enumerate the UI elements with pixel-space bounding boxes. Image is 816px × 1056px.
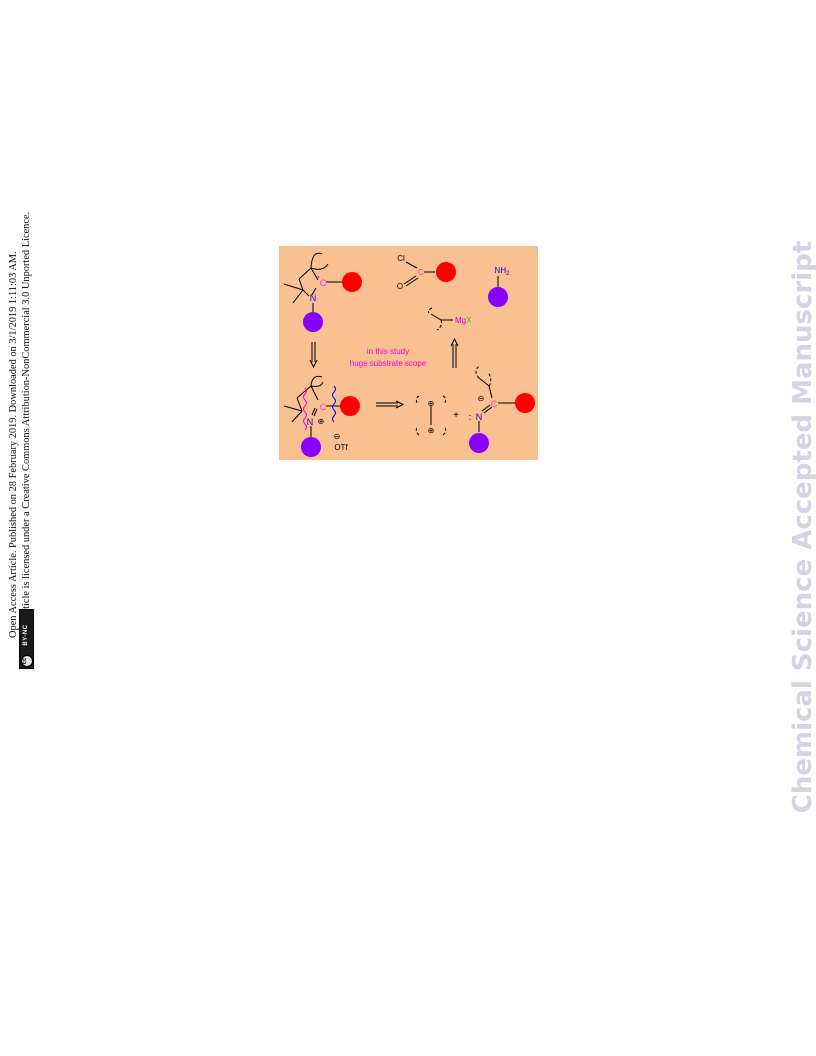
purple-substituent [303,312,323,332]
triflate-label: OTf [334,443,348,452]
reaction-arrow-down [309,342,318,369]
reaction-arrow-up [450,337,459,368]
positive-charge-icon: ⊕ [428,399,435,408]
wavy-bond-pink [303,387,307,431]
iminium-carbon-label: C [320,402,327,412]
reaction-arrow-right [376,400,405,409]
dication-fragment [415,395,447,436]
red-substituent [340,396,360,416]
license-type-label: BY-NC [23,624,29,646]
cc-icon-label: cc [22,657,28,665]
red-substituent [515,393,535,413]
bottom-left-iminium-salt [283,375,341,437]
negative-charge-icon: ⊖ [334,432,341,441]
wavy-bond-blue [332,385,336,423]
grignard-label: MgX [455,316,472,325]
red-substituent [342,272,362,292]
amine-label: NH2 [495,266,511,277]
reaction-scheme-svg: C N Cl C O NH2 MgX in this study h [283,252,535,457]
chlorine-label: Cl [397,254,405,263]
oxygen-label: O [397,282,403,291]
top-left-radical-adduct [283,252,342,314]
lone-pair: : [469,412,472,422]
graphical-abstract: C N Cl C O NH2 MgX in this study h [279,246,538,460]
purple-substituent [488,287,508,307]
imine-carbon-label: C [491,399,498,409]
caption-line-2: huge substrate scope [350,359,427,368]
positive-charge-icon: ⊕ [318,417,325,426]
imine-product [475,365,516,432]
purple-substituent [301,437,321,457]
red-substituent [436,262,456,282]
nitrogen-label: N [310,293,317,303]
carbon-label: C [320,278,327,288]
plus-sign: + [453,410,459,421]
cc-license-badge[interactable]: BY-NC cc [19,609,34,669]
acyl-chloride [403,261,435,287]
radical-dot [316,275,320,279]
grignard-reagent [427,307,453,331]
negative-charge-icon: ⊖ [478,394,485,403]
iminium-nitrogen-label: N [307,417,314,427]
acyl-carbon-label: C [418,268,424,277]
positive-charge-icon: ⊕ [428,426,435,435]
license-notice[interactable]: This article is licensed under a Creativ… [21,211,32,638]
accepted-manuscript-watermark: Chemical Science Accepted Manuscript [788,240,816,814]
caption-line-1: in this study [367,347,409,356]
purple-substituent [469,433,489,453]
imine-nitrogen-label: N [476,412,483,422]
cc-icon [21,655,33,667]
open-access-notice: Open Access Article. Published on 28 Feb… [8,251,19,638]
